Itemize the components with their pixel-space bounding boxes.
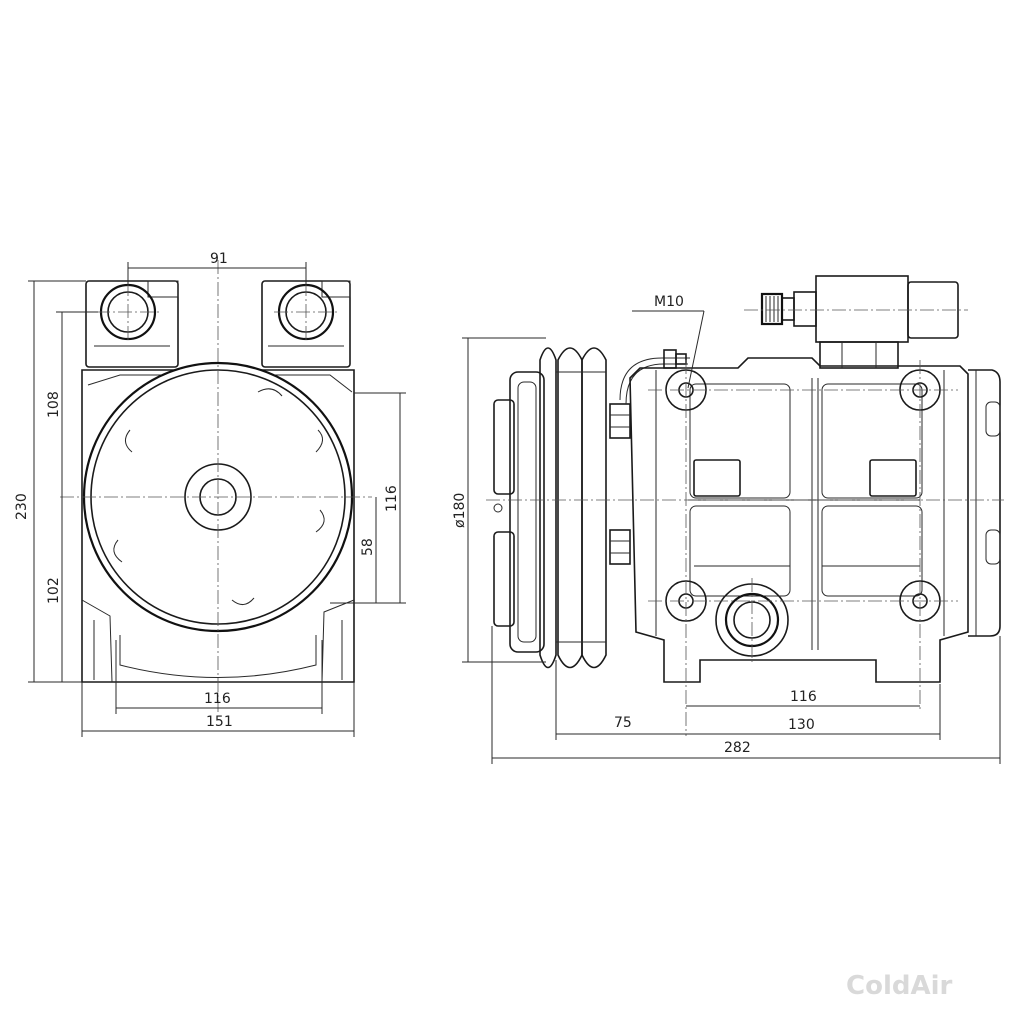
thread-callout-label: M10 <box>654 294 684 310</box>
dim-mount-width-label: 116 <box>204 691 231 707</box>
dim-body-length: 130 <box>686 684 941 740</box>
dim-lower-height-label: 102 <box>46 577 62 604</box>
service-valve <box>760 275 959 369</box>
dim-port-spacing: 91 <box>127 251 307 285</box>
dim-shaft-height-label: 58 <box>360 538 376 556</box>
front-view: 91 230 108 102 116 58 <box>14 251 406 737</box>
dim-mount-width: 116 <box>115 640 323 714</box>
clutch-plate <box>493 371 545 653</box>
dim-overall-width: 151 <box>81 682 355 737</box>
watermark-logo: ColdAir <box>846 971 953 1001</box>
dim-overall-length-label: 282 <box>724 740 751 756</box>
compressor-body <box>629 357 1001 683</box>
dim-mount-spacing: 116 <box>686 689 920 707</box>
clutch-bolts <box>609 403 631 565</box>
dim-upper-height: 108 <box>46 311 98 497</box>
dim-right-height: 116 <box>330 392 406 604</box>
dim-mount-spacing-label: 116 <box>790 689 817 705</box>
dim-body-length-label: 130 <box>788 717 815 733</box>
dim-upper-height-label: 108 <box>46 391 62 418</box>
side-view: M10 ø180 116 75 130 <box>452 275 1004 764</box>
thread-callout: M10 <box>632 294 705 389</box>
port-left <box>85 280 179 368</box>
dim-pulley-diameter: ø180 <box>452 337 546 663</box>
dim-overall-width-label: 151 <box>206 714 233 730</box>
dim-overall-height-label: 230 <box>14 493 30 520</box>
dim-pulley-diameter-label: ø180 <box>452 493 468 528</box>
dim-overall-height: 230 <box>14 280 86 683</box>
dim-overall-length: 282 <box>491 626 1001 764</box>
dim-right-height-label: 116 <box>384 485 400 512</box>
dim-port-spacing-label: 91 <box>210 251 228 267</box>
dim-lower-height: 102 <box>46 497 63 682</box>
dim-pulley-offset-label: 75 <box>614 715 632 731</box>
dim-shaft-height: 58 <box>360 497 377 603</box>
lead-wire <box>619 349 690 405</box>
dim-pulley-offset: 75 <box>555 660 686 740</box>
pulley <box>539 347 607 669</box>
